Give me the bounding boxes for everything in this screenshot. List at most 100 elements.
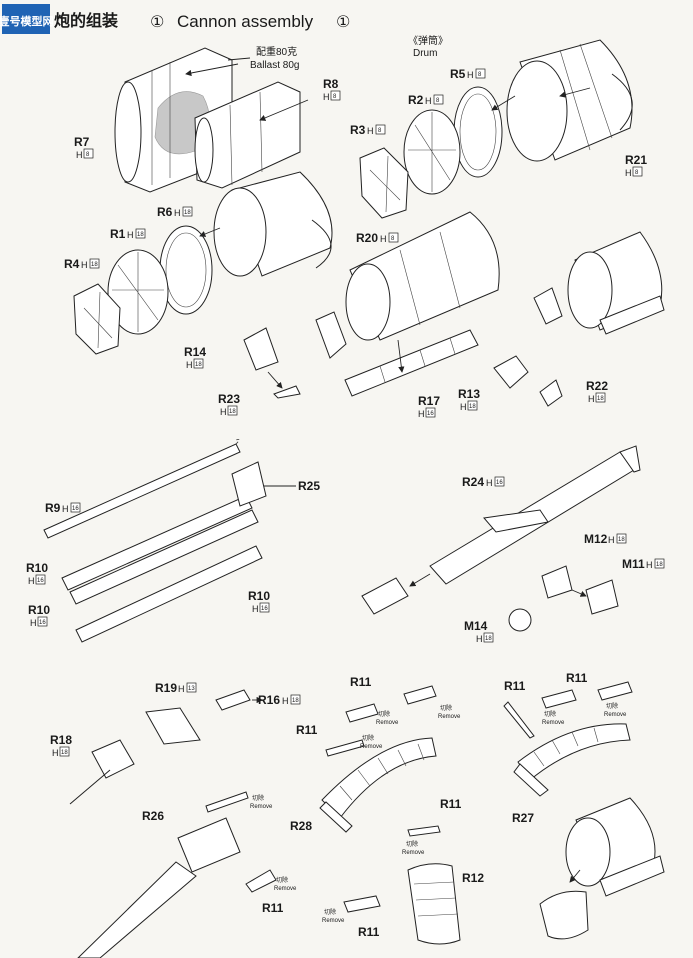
- part-R19: [145, 707, 201, 745]
- cut-g-zh: 切除: [324, 908, 336, 916]
- ref-R6-h: H: [174, 208, 181, 218]
- label-R22: R22: [586, 379, 608, 393]
- ref-R8-box: [330, 90, 341, 101]
- R11-strip-c: [345, 703, 379, 723]
- label-R13: R13: [458, 387, 480, 401]
- label-R28: R28: [290, 819, 312, 833]
- note-drum-en: Drum: [413, 48, 437, 59]
- label-R11-e: R11: [358, 925, 380, 939]
- ref-R21-num: 8: [635, 170, 639, 176]
- ref-R10-a-num: 16: [37, 578, 44, 584]
- ref-R10-c-box: [259, 602, 270, 613]
- ref-R9-box: [70, 502, 81, 513]
- title-english: Cannon assembly: [177, 12, 314, 31]
- part-R3-detail: [369, 155, 401, 213]
- hull-seams: [399, 231, 461, 326]
- ref-R10-b-box: [37, 616, 48, 627]
- ref-M12-box: [616, 533, 627, 544]
- cut-f-zh: 切除: [406, 840, 418, 848]
- part-R27-track: [517, 723, 631, 781]
- ref-R10-b-h: H: [30, 618, 37, 628]
- label-M12: M12: [584, 532, 608, 546]
- label-R11-a: R11: [262, 901, 284, 915]
- ref-R6-num: 18: [184, 210, 191, 216]
- part-R7-ribs: [151, 62, 171, 185]
- note-ballast-zh: 配重80克: [256, 45, 297, 58]
- part-R18-arm: [69, 769, 111, 805]
- part-R13: [493, 355, 529, 389]
- part-R10-rod-middle: [69, 509, 259, 605]
- R11-strip-b: [245, 869, 277, 893]
- ref-R14-num: 18: [195, 362, 202, 368]
- part-R9-rod: [43, 443, 241, 539]
- muzzle-brake: [361, 577, 409, 615]
- R27-end: [513, 763, 549, 797]
- label-R11-c: R11: [296, 723, 318, 737]
- R8-arrow: [259, 99, 309, 121]
- cut-e-en: Remove: [360, 744, 383, 750]
- header: 壹号模型网 炮的组装 ① Cannon assembly ①: [0, 4, 350, 34]
- site-logo-badge: [2, 4, 50, 34]
- label-R9: R9: [45, 501, 61, 515]
- R11-strip-i: [597, 681, 633, 701]
- title-circle-num-2: ①: [336, 14, 350, 31]
- label-R21: R21: [625, 153, 647, 167]
- ref-R17-box: [425, 407, 436, 418]
- ref-R21-h: H: [625, 168, 632, 178]
- note-ballast-en: Ballast 80g: [250, 60, 299, 71]
- part-R25-mount: [231, 461, 267, 507]
- part-M12: [541, 565, 573, 599]
- label-R2: R2: [408, 93, 424, 107]
- label-M11: M11: [622, 557, 645, 571]
- part-R4-plate: [73, 283, 121, 355]
- cut-a-en: Remove: [250, 804, 273, 810]
- R28-end: [319, 801, 353, 833]
- drum-seams: [559, 43, 613, 151]
- label-R23: R23: [218, 392, 240, 406]
- track-group-center: R28 切除 Remove 切除 Remove 切除 Remove R11 R1…: [290, 675, 484, 945]
- R5-arrow: [491, 95, 516, 111]
- gun-rods-group: R25 R9 H 16 R10 H 16 R10 H 16 R10 H 16: [26, 439, 320, 643]
- ref-R4-h: H: [81, 260, 88, 270]
- part-R20: [311, 219, 332, 269]
- hull-assembly-group: R17 H 16 R14 H 18 R23 H 18 R13 H 18 R22 …: [184, 211, 665, 419]
- ref-R2-h: H: [425, 96, 432, 106]
- ref-R10-c-h: H: [252, 604, 259, 614]
- cut-b-en: Remove: [274, 886, 297, 892]
- label-R11-b: R11: [350, 675, 372, 689]
- M11-arrow: [571, 589, 587, 597]
- front-tank-group: R6 H 18 R1 H 18 R4 H 18 R20 H 8: [64, 171, 399, 355]
- R6-arrow: [199, 227, 221, 237]
- R9-dash: [235, 439, 240, 445]
- part-M11: [585, 579, 619, 615]
- part-R18: [91, 739, 135, 779]
- ref-M11-num: 18: [656, 562, 663, 568]
- R11-strip-g: [343, 895, 381, 913]
- ref-R14-h: H: [186, 360, 193, 370]
- R11-strip-a: [205, 791, 249, 813]
- ref-R9-num: 16: [72, 506, 79, 512]
- label-R12: R12: [462, 871, 484, 885]
- ref-R20-box: [388, 232, 399, 243]
- ref-R22-h: H: [588, 394, 595, 404]
- R11-strip-j: [503, 701, 535, 739]
- R28-treads: [339, 743, 425, 801]
- cut-b-zh: 切除: [276, 876, 288, 884]
- ref-R13-num: 18: [469, 404, 476, 410]
- ref-R24-box: [494, 476, 505, 487]
- ref-R3-box: [375, 124, 386, 135]
- ref-R17-num: 16: [427, 411, 434, 417]
- label-R10-c: R10: [248, 589, 270, 603]
- R11-strip-d: [403, 685, 437, 705]
- finished-tank-face: [567, 251, 613, 329]
- ref-R22-num: 18: [597, 396, 604, 402]
- ref-R19-box: [186, 682, 197, 693]
- ref-R22-box: [595, 392, 606, 403]
- ref-R7-h: H: [76, 150, 83, 160]
- label-R19: R19: [155, 681, 177, 695]
- part-R10-rod-upper: [61, 495, 253, 591]
- part-R23: [273, 385, 301, 399]
- ref-R10-c-num: 16: [261, 606, 268, 612]
